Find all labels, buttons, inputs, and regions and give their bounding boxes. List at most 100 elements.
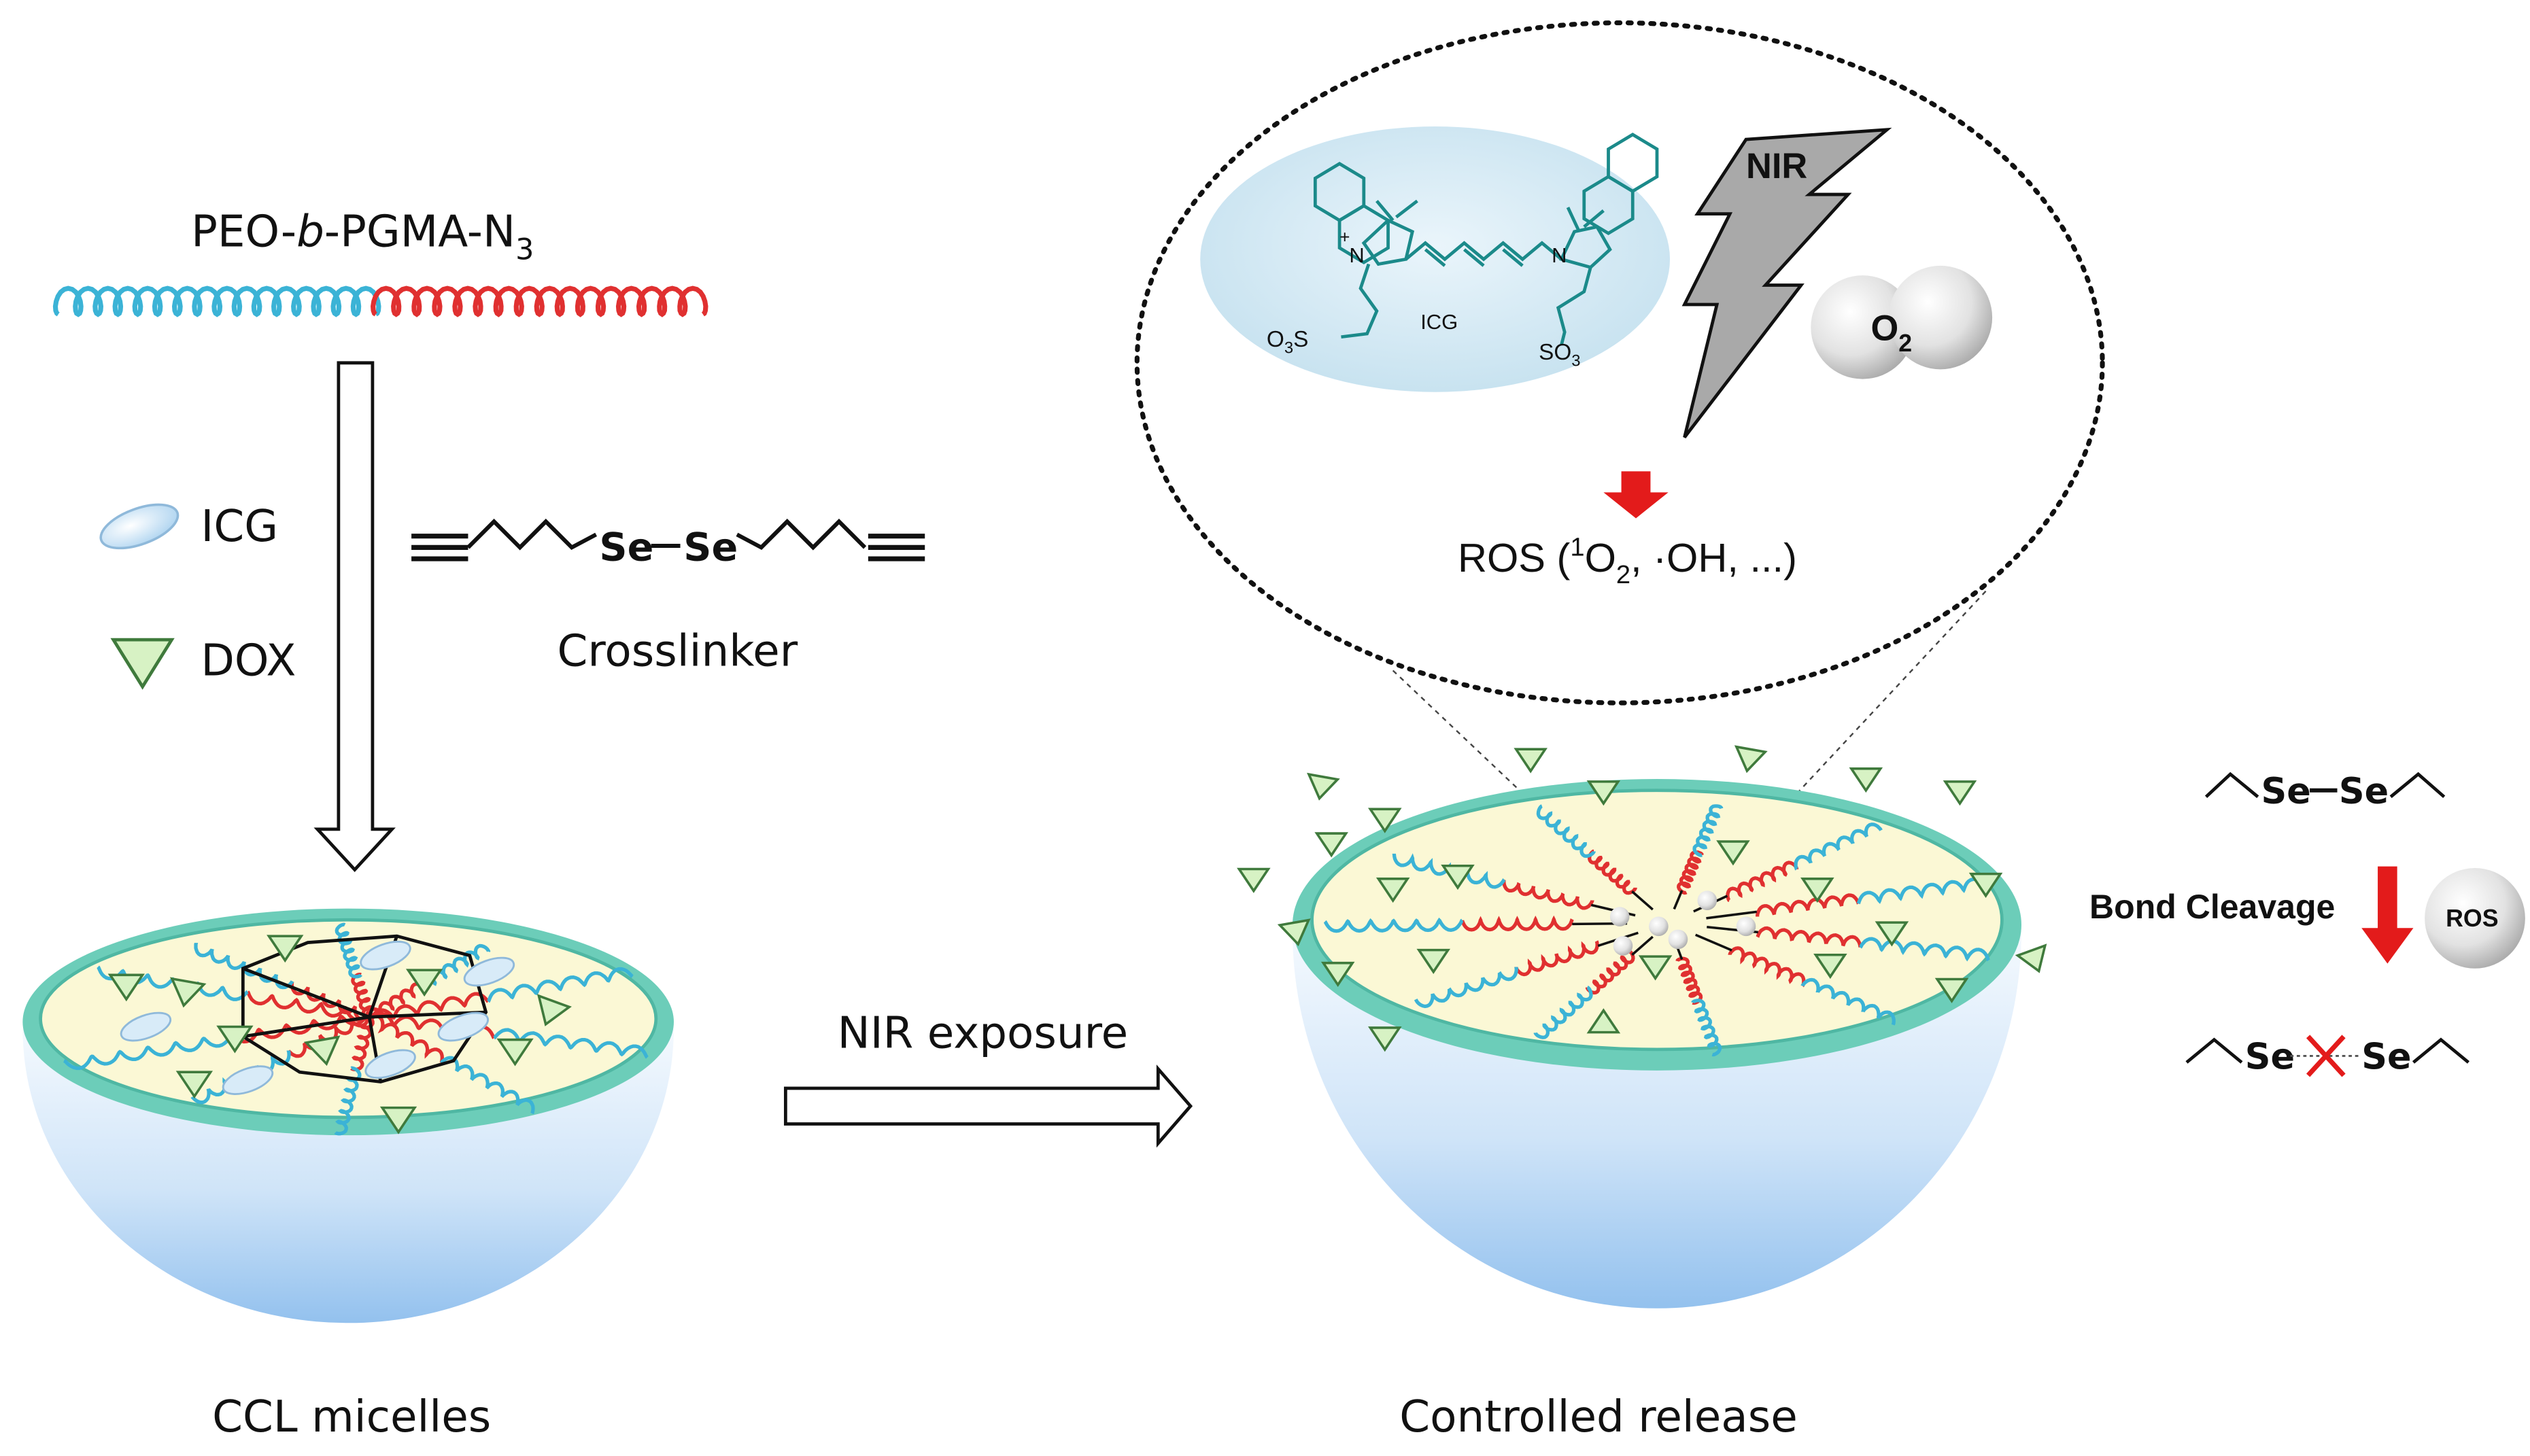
cleaved-linker [1694,933,1732,952]
legend-icg-label: ICG [201,501,278,552]
dox-triangle [1813,953,1847,980]
loaded-icg [120,940,515,1095]
cleaved-linker [1673,890,1683,910]
pgma-coil [371,285,708,317]
peo-chain [335,922,362,979]
dox-triangle [1307,772,1340,801]
ros-generation-arrow [1603,471,1669,519]
ros-badge [2425,868,2525,969]
down-arrow [313,361,396,872]
cleaved-linker [1706,910,1757,920]
dox-triangle [1277,918,1311,947]
ros-particle [1613,936,1633,956]
icg-oval [222,1065,274,1095]
ccl-micelle: CCL micelles [22,908,674,1442]
dox-triangle [536,994,572,1026]
peo-chain [1859,937,1990,962]
cleaved-linker [1631,935,1654,956]
pgma-chain [1677,850,1704,895]
release-micelle: Controlled release [1237,745,2047,1442]
dox-triangle [1875,921,1909,947]
released-dox [1237,745,2047,1052]
zoom-outline [1134,20,2105,706]
dox-triangle [1375,877,1410,903]
spacer-left [466,519,598,551]
cleaved-linker [1631,890,1654,911]
spacer-right [736,519,867,551]
dox-triangle [1416,948,1451,974]
dox-triangle [1716,840,1750,866]
peo-chain [1533,986,1593,1039]
dox-triangle [1968,872,2003,899]
icg-oval [120,1011,172,1042]
ccl-micelles-caption: CCL micelles [212,1391,491,1442]
peo-coil [52,285,381,317]
peo-chain [1323,917,1464,933]
icg-legend-icon [99,503,180,550]
peo-chain [194,942,294,990]
icg-n-right: N [1552,243,1567,267]
dox-triangle [1638,955,1673,981]
oxygen-molecule: O2 [1811,265,1993,379]
peo-chain [63,1033,233,1071]
peo-chain [487,967,634,1003]
dox-triangle [1586,780,1621,806]
dox-triangle [267,935,304,963]
nir-exposure-label: NIR exposure [838,1007,1129,1058]
network-link [242,1015,370,1039]
ros-particle [1697,890,1717,910]
peo-chain [1794,822,1883,871]
cleavage-top-se-2: Se [2339,771,2389,812]
pgma-chain [290,980,373,1021]
dox-triangle [379,1106,417,1134]
bond-cleavage-label: Bond Cleavage [2089,888,2335,926]
icg-oval [463,956,515,987]
ros-badge-label: ROS [2446,905,2498,932]
dox-triangle [1237,867,1271,893]
peo-chain [1856,877,1987,905]
legend: ICG DOX [99,501,296,690]
ros-products-label: ROS (1O2, ·OH, ...) [1458,533,1797,589]
peo-chain [1691,999,1722,1057]
ros-particle [1736,916,1756,937]
icg-molecule: N + N O3S SO3 ICG [1200,126,1671,392]
pgma-chain [1585,949,1635,995]
dox-triangle [1943,780,1977,806]
dox-triangle [107,973,145,1002]
ros-particles [1609,890,1756,956]
cleavage-bottom-se-1: Se [2245,1036,2295,1077]
cleavage-bottom-se-2: Se [2361,1036,2411,1077]
dox-triangle [2015,943,2047,973]
dox-triangle [1849,767,1883,793]
peo-chain [1800,977,1896,1026]
dox-triangle [1314,832,1348,858]
crosslinker: Se Se Crosslinker [411,519,925,676]
dox-triangle [496,1038,534,1067]
dox-legend-icon [110,638,175,690]
pgma-chain [1756,926,1862,948]
pgma-chain [365,1014,444,1064]
dox-triangle [405,969,443,997]
right-arrow [783,1064,1193,1148]
pgma-chain [1675,956,1703,1005]
ros-particle [1668,929,1688,950]
icg-n-left: N [1349,243,1364,267]
nir-label: NIR [1746,147,1807,186]
dox-triangle [169,977,207,1008]
o2-label: O2 [1870,309,1912,357]
pgma-chain [1588,849,1637,895]
alkyne-left-icon [411,534,468,561]
lightning-icon [1681,127,1892,438]
crosslinker-label: Crosslinker [557,625,798,676]
so3-right: SO3 [1539,340,1580,370]
copolymer-block: PEO-b-PGMA-N3 [52,206,708,317]
pgma-chain [1502,878,1594,910]
pgma-chain [230,1010,370,1044]
dox-triangle [1320,961,1355,988]
icg-oval [364,1049,416,1079]
cleave-cross-icon [2306,1035,2346,1077]
pgma-chain [1756,893,1860,917]
ros-particle [1609,907,1630,926]
peo-chain [440,1056,535,1115]
